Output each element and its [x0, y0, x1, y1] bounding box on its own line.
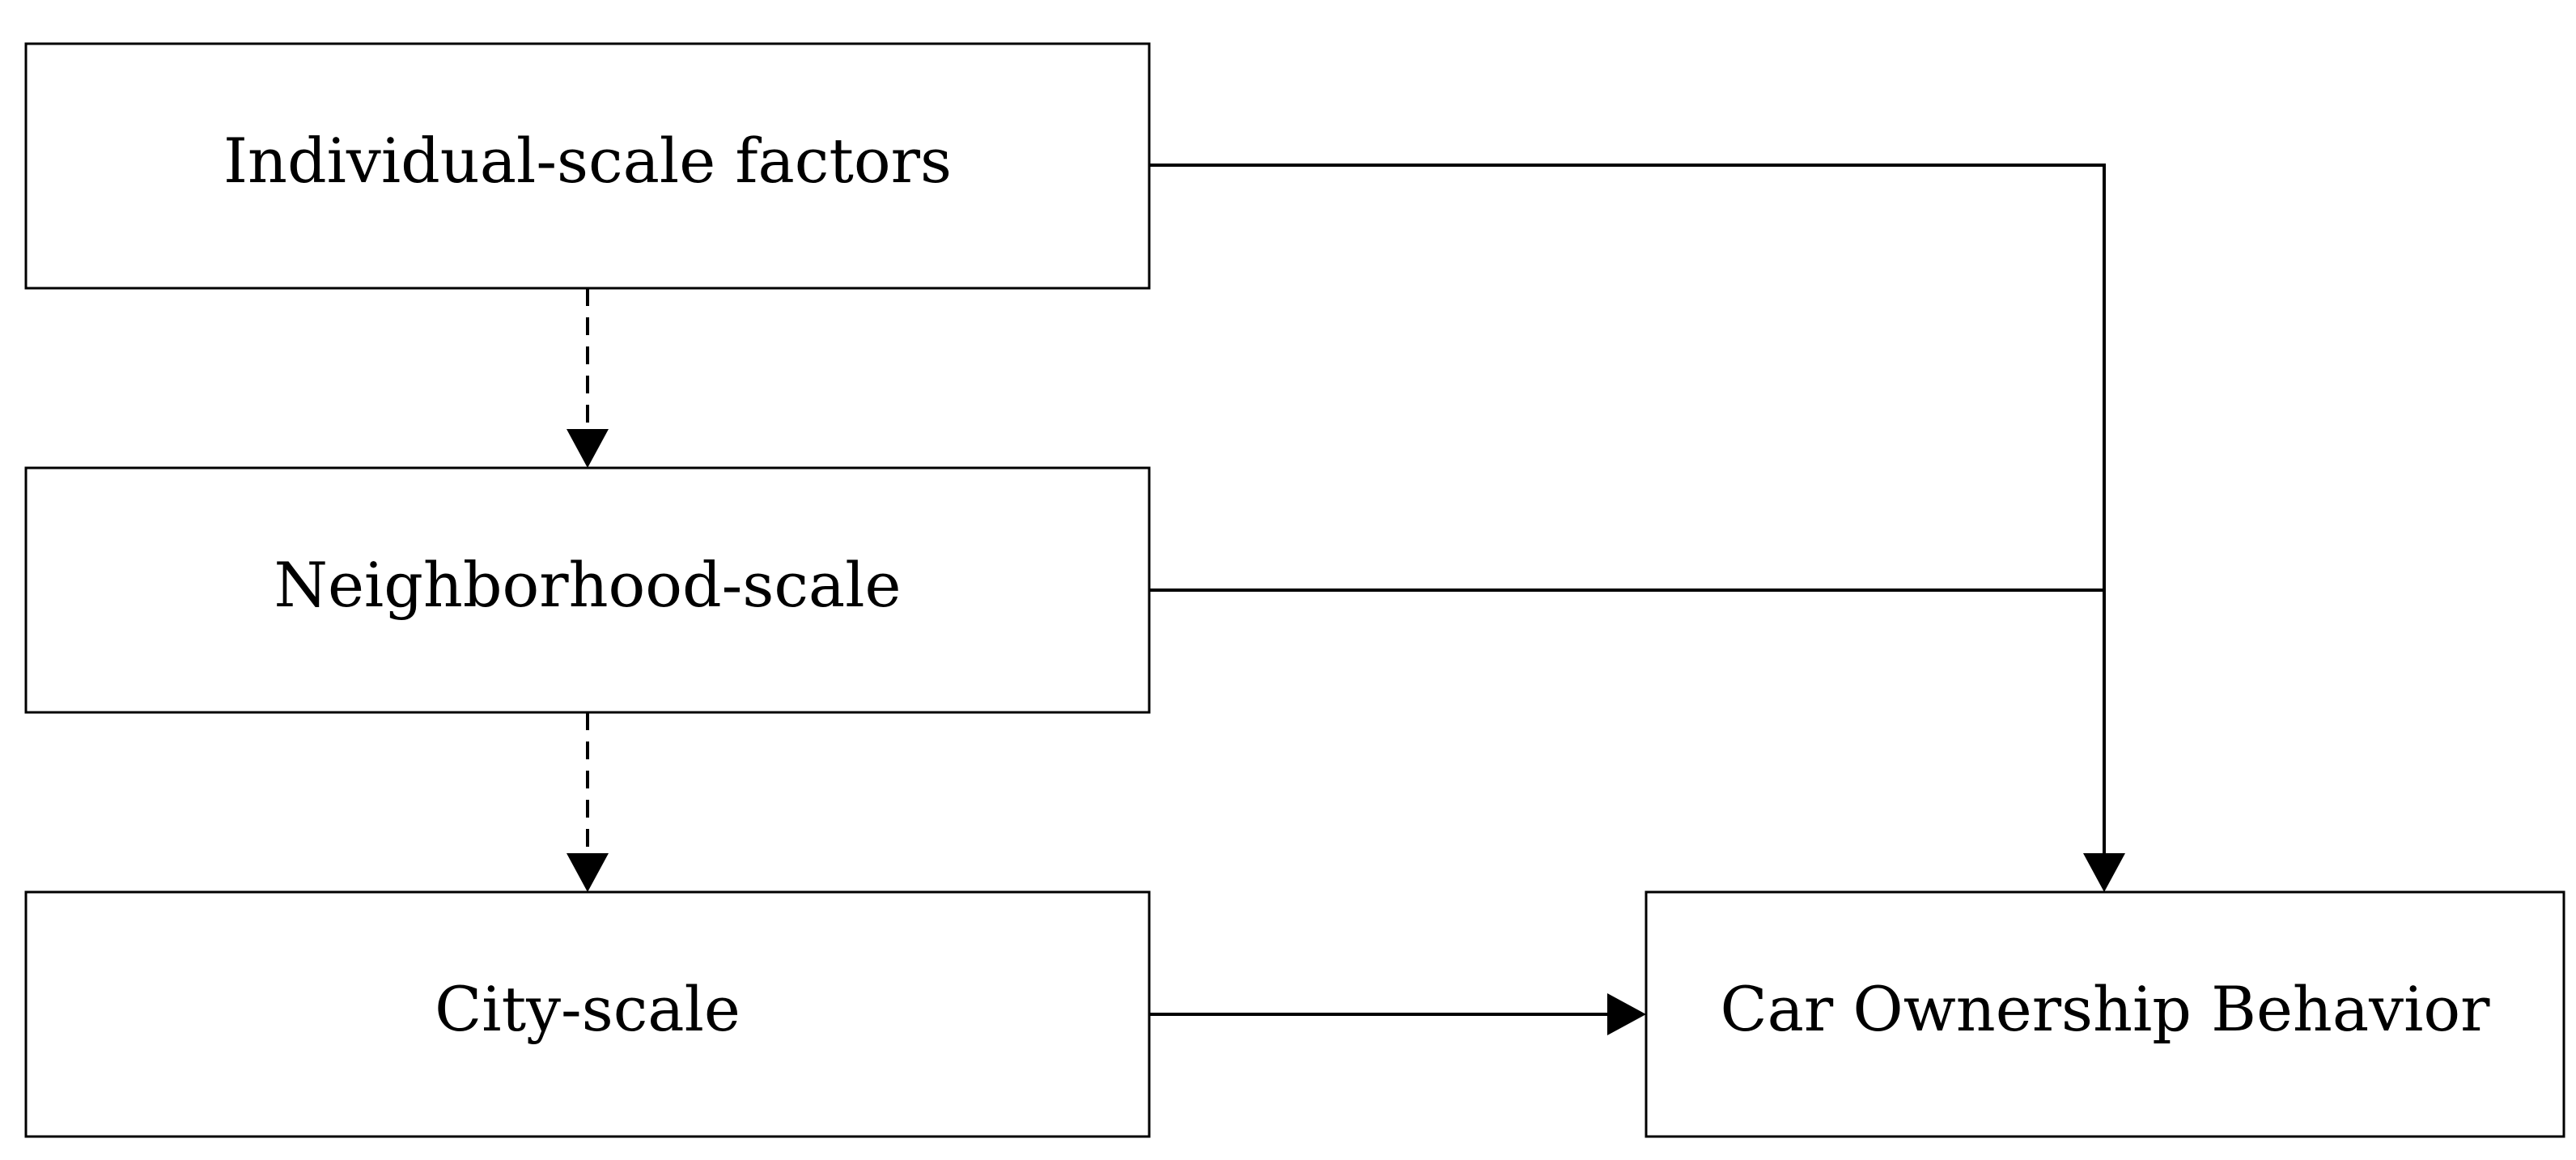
edge-individual-to-neighborhood-arrowhead: [567, 429, 609, 468]
node-city-label: City-scale: [435, 973, 741, 1045]
node-car-ownership-box: [1644, 890, 2565, 1138]
node-neighborhood: Neighborhood-scale: [24, 466, 1151, 714]
node-city: City-scale: [24, 890, 1151, 1138]
node-individual: Individual-scale factors: [24, 42, 1151, 290]
node-neighborhood-box: [24, 466, 1151, 714]
node-individual-box: [24, 42, 1151, 290]
node-individual-label: Individual-scale factors: [223, 125, 952, 197]
edge-neighborhood-to-city-arrowhead: [567, 853, 609, 892]
edge-city-to-car-ownership: [1149, 993, 1646, 1035]
node-car-ownership-label: Car Ownership Behavior: [1720, 973, 2490, 1045]
edge-trunk-arrowhead: [2083, 853, 2125, 892]
edge-city-to-car-ownership-arrowhead: [1607, 993, 1646, 1035]
node-neighborhood-label: Neighborhood-scale: [274, 549, 901, 621]
node-car-ownership: Car Ownership Behavior: [1644, 890, 2565, 1138]
edge-neighborhood-to-city: [567, 712, 609, 892]
edge-individual-to-neighborhood: [567, 288, 609, 468]
edge-individual-to-car-ownership: [1149, 164, 2125, 892]
